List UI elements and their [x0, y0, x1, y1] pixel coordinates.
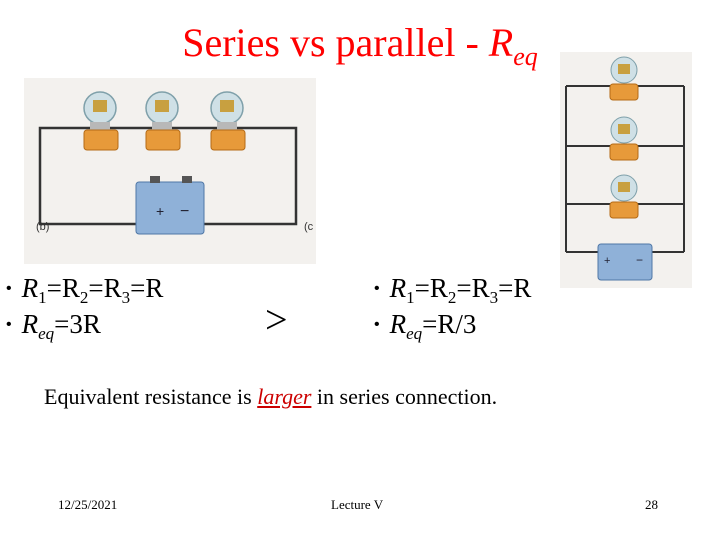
right-bullet-2: •Req=R/3 [374, 309, 477, 343]
highlight-larger: larger [257, 384, 312, 409]
svg-text:+: + [604, 255, 610, 267]
bulb-3 [210, 91, 246, 151]
comparison-symbol: > [265, 297, 288, 342]
parallel-circuit-image: + − [560, 52, 692, 288]
bulb-2 [145, 91, 181, 151]
parallel-bulb-1 [609, 56, 639, 101]
bulb-1 [83, 91, 119, 151]
title-text: Series vs parallel - [182, 20, 489, 65]
battery: + − [135, 176, 205, 235]
parallel-bulb-2 [609, 116, 639, 161]
svg-text:−: − [636, 253, 643, 267]
page-number: 28 [645, 497, 658, 512]
svg-text:+: + [156, 203, 164, 219]
parallel-battery: + − [597, 243, 653, 281]
footer-lecture: Lecture V [331, 497, 384, 512]
footer-date: 12/25/2021 [58, 497, 118, 512]
parallel-bulb-3 [609, 174, 639, 219]
svg-text:−: − [180, 203, 189, 220]
parallel-figure-label: (c [304, 221, 314, 233]
series-circuit-image: + − (b) (c [24, 78, 316, 264]
right-bullet-1: •R1=R2=R3=R [374, 273, 532, 307]
slide-title: Series vs parallel - Req [0, 18, 720, 82]
title-r: Req [488, 20, 538, 71]
series-figure-label: (b) [36, 221, 49, 233]
conclusion-text: Equivalent resistance is larger in serie… [44, 384, 498, 409]
left-bullet-1: •R1=R2=R3=R [6, 273, 164, 307]
left-bullet-2: •Req=3R [6, 309, 101, 343]
